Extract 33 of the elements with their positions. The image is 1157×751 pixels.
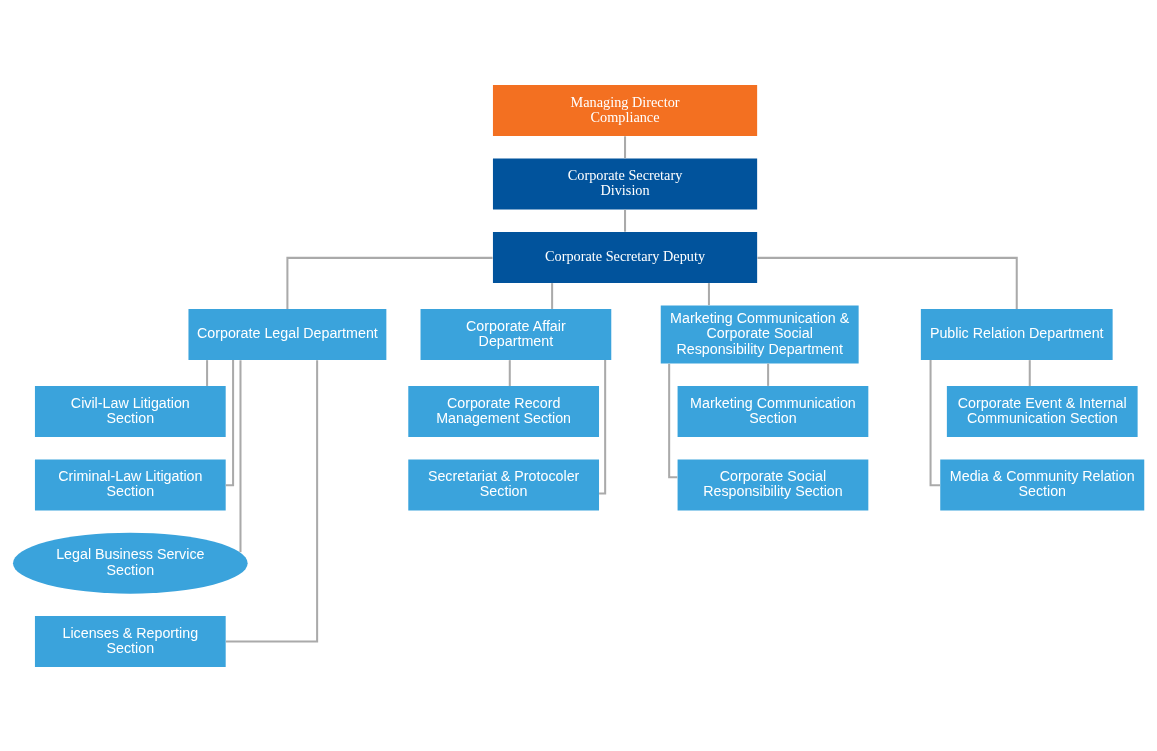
node-box: Managing Director Compliance — [492, 84, 758, 136]
connector — [668, 363, 678, 478]
node-box: Corporate Event & Internal Communication Section — [946, 385, 1138, 437]
connector — [929, 359, 941, 486]
connector — [551, 282, 554, 309]
connector — [508, 359, 511, 386]
node-box: Licenses & Reporting Section — [34, 615, 226, 667]
node-ellipse: Legal Business Service Section — [13, 532, 248, 594]
connector — [286, 256, 493, 309]
connector — [624, 209, 627, 232]
connector — [707, 282, 710, 305]
node-box: Corporate Social Responsibility Section — [677, 458, 869, 510]
connector — [239, 359, 242, 552]
connector — [599, 359, 607, 495]
connector — [624, 135, 627, 158]
node-box: Corporate Secretary Division — [492, 158, 758, 210]
node-box: Corporate Affair Department — [420, 308, 612, 360]
node-box: Secretariat & Protocoler Section — [408, 458, 600, 510]
node-box: Marketing Communication & Corporate Social Responsibility Department — [660, 304, 859, 364]
node-box: Corporate Record Management Section — [408, 385, 600, 437]
connector — [225, 359, 235, 486]
connector — [225, 359, 319, 642]
node-box: Media & Community Relation Section — [940, 458, 1145, 510]
connector — [767, 363, 770, 386]
node-box: Corporate Legal Department — [188, 308, 387, 360]
node-box: Corporate Secretary Deputy — [492, 231, 758, 283]
connector — [206, 359, 209, 386]
node-box: Criminal-Law Litigation Section — [34, 458, 226, 510]
node-box: Civil-Law Litigation Section — [34, 385, 226, 437]
connector — [757, 256, 1018, 309]
node-box: Marketing Communication Section — [677, 385, 869, 437]
connector — [1028, 359, 1031, 386]
node-box: Public Relation Department — [920, 308, 1113, 360]
